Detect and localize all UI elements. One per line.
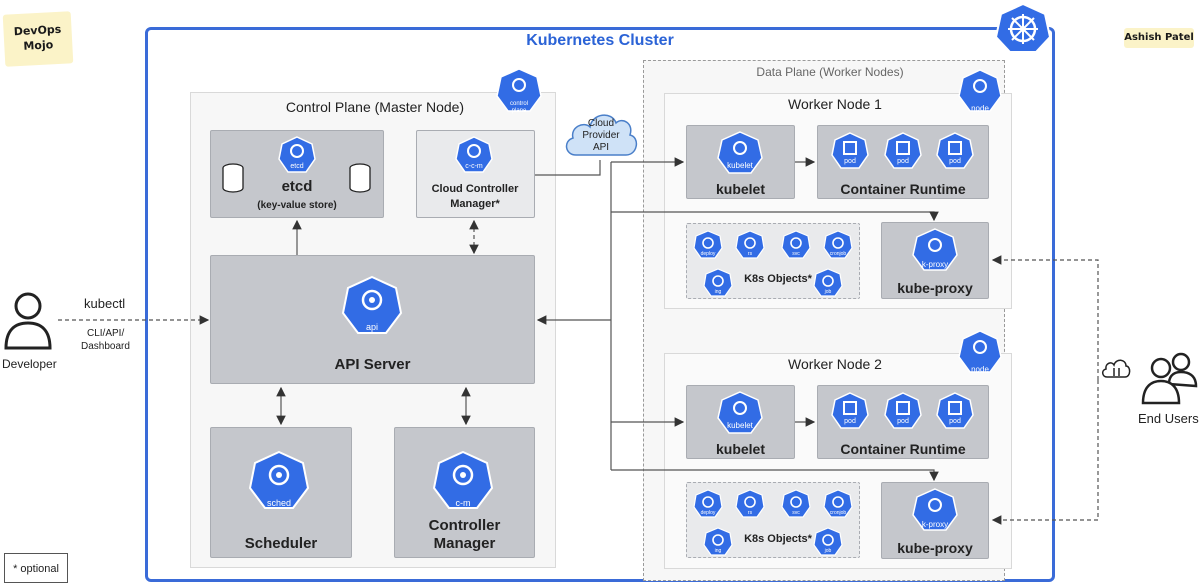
k8s-object-svc-label: svc: [792, 510, 800, 516]
kubernetes-logo-icon: [990, 2, 1056, 54]
k8s-object-deploy-label: deploy: [700, 510, 716, 516]
worker1-pod-1-label: pod: [844, 158, 856, 165]
ccm-badge-label: c-c-m: [465, 163, 483, 170]
worker1-node-badge-label: node: [971, 104, 989, 113]
developer-label: Developer: [2, 357, 57, 371]
worker2-node-icon: [958, 330, 1002, 374]
k8s-object-cronjob-icon: cronjob: [823, 230, 853, 260]
author-tag: Ashish Patel: [1124, 28, 1194, 48]
worker1-kube-proxy-icon: [912, 228, 958, 272]
controller-manager-icon: [432, 450, 494, 512]
k8s-object-svc-icon: svc: [781, 230, 811, 260]
worker1-pod-2-label: pod: [897, 158, 909, 165]
k8s-object-ing-label: ing: [714, 289, 722, 295]
worker1-node-icon: [958, 69, 1002, 113]
scheduler-badge-label: sched: [266, 498, 292, 508]
k8s-object-rs-icon: rs: [735, 489, 765, 519]
worker2-pod-2-label: pod: [897, 418, 909, 425]
worker2-kubelet-badge-label: kubelet: [727, 421, 753, 430]
etcd-icon: [278, 136, 316, 174]
k8s-object-job-icon: job: [813, 527, 843, 557]
worker1-container-runtime-title: Container Runtime: [840, 181, 966, 197]
worker1-k8s-objects-title: K8s Objects*: [744, 273, 812, 285]
api-server-icon: [341, 275, 403, 337]
cloud-provider-line1: Cloud: [587, 118, 615, 129]
k8s-object-cronjob-icon: cronjob: [823, 489, 853, 519]
end-users-group-icon: [1136, 350, 1198, 406]
cloud-provider-api-icon: [562, 103, 640, 159]
worker1-pod-3-icon: [936, 132, 974, 170]
worker-node-2-title: Worker Node 2: [788, 356, 882, 372]
k8s-object-deploy-label: deploy: [700, 251, 716, 257]
k8s-object-job-label: job: [824, 548, 832, 554]
cluster-title: Kubernetes Cluster: [526, 32, 674, 49]
cli-api-label: CLI/API/: [87, 328, 125, 339]
k8s-object-cronjob-label: cronjob: [829, 251, 847, 257]
worker2-pod-2-icon: [884, 392, 922, 430]
developer-user-icon: [3, 290, 53, 350]
worker2-kube-proxy-badge-label: k-proxy: [921, 520, 949, 529]
k8s-object-deploy-icon: deploy: [693, 489, 723, 519]
worker2-container-runtime-title: Container Runtime: [840, 441, 966, 457]
k8s-object-ing-icon: ing: [703, 268, 733, 298]
worker2-kube-proxy-icon: [912, 488, 958, 532]
etcd-subtitle: (key-value store): [257, 200, 337, 211]
optional-legend: * optional: [4, 553, 68, 583]
worker-node-1-title: Worker Node 1: [788, 96, 882, 112]
control-plane-badge-icon: [496, 68, 542, 114]
etcd-badge-label: etcd: [290, 163, 304, 170]
k8s-object-ing-label: ing: [714, 548, 722, 554]
end-users-label: End Users: [1138, 411, 1199, 426]
k8s-object-rs-label: rs: [747, 251, 753, 257]
database-icon-left: [221, 163, 245, 193]
k8s-object-ing-icon: ing: [703, 527, 733, 557]
worker1-kube-proxy-badge-label: k-proxy: [921, 260, 949, 269]
ccm-icon: [455, 136, 493, 174]
k8s-object-svc-label: svc: [792, 251, 800, 257]
controller-manager-title-line1: Controller: [428, 517, 501, 534]
etcd-title: etcd: [281, 178, 313, 195]
worker2-kubelet-title: kubelet: [715, 441, 765, 457]
worker2-kubelet-icon: [717, 391, 763, 435]
worker2-node-badge-label: node: [971, 365, 989, 374]
ccm-title-line1: Cloud Controller: [431, 183, 519, 195]
kubectl-label: kubectl: [84, 296, 126, 311]
database-icon-right: [348, 163, 372, 193]
worker1-kubelet-badge-label: kubelet: [727, 161, 753, 170]
controller-manager-title-line2: Manager: [433, 535, 496, 552]
ccm-title-line2: Manager*: [450, 198, 500, 210]
dashboard-label: Dashboard: [81, 341, 130, 352]
k8s-object-deploy-icon: deploy: [693, 230, 723, 260]
control-plane-title: Control Plane (Master Node): [285, 99, 465, 115]
worker2-pod-3-icon: [936, 392, 974, 430]
k8s-object-cronjob-label: cronjob: [829, 510, 847, 516]
api-badge-label: api: [365, 322, 378, 332]
cloud-provider-line2: Provider: [582, 130, 620, 141]
worker1-pod-2-icon: [884, 132, 922, 170]
cloud-provider-line3: API: [592, 142, 610, 153]
worker1-kube-proxy-title: kube-proxy: [897, 280, 973, 296]
worker2-pod-3-label: pod: [949, 418, 961, 425]
worker2-k8s-objects-title: K8s Objects*: [744, 533, 812, 545]
worker1-pod-1-icon: [831, 132, 869, 170]
k8s-object-rs-label: rs: [747, 510, 753, 516]
worker2-pod-1-icon: [831, 392, 869, 430]
scheduler-icon: [248, 450, 310, 512]
k8s-object-job-label: job: [824, 289, 832, 295]
k8s-object-svc-icon: svc: [781, 489, 811, 519]
data-plane-title: Data Plane (Worker Nodes): [756, 65, 904, 79]
worker1-kubelet-icon: [717, 131, 763, 175]
worker1-pod-3-label: pod: [949, 158, 961, 165]
control-plane-badge-label: control plane: [509, 101, 528, 114]
k8s-object-rs-icon: rs: [735, 230, 765, 260]
worker2-kube-proxy-title: kube-proxy: [897, 540, 973, 556]
api-server-title: API Server: [334, 356, 411, 373]
k8s-object-job-icon: job: [813, 268, 843, 298]
worker2-pod-1-label: pod: [844, 418, 856, 425]
scheduler-title: Scheduler: [244, 535, 318, 552]
cloud-upload-icon: [1101, 357, 1131, 379]
worker1-kubelet-title: kubelet: [715, 181, 765, 197]
controller-manager-badge-label: c-m: [455, 498, 471, 508]
